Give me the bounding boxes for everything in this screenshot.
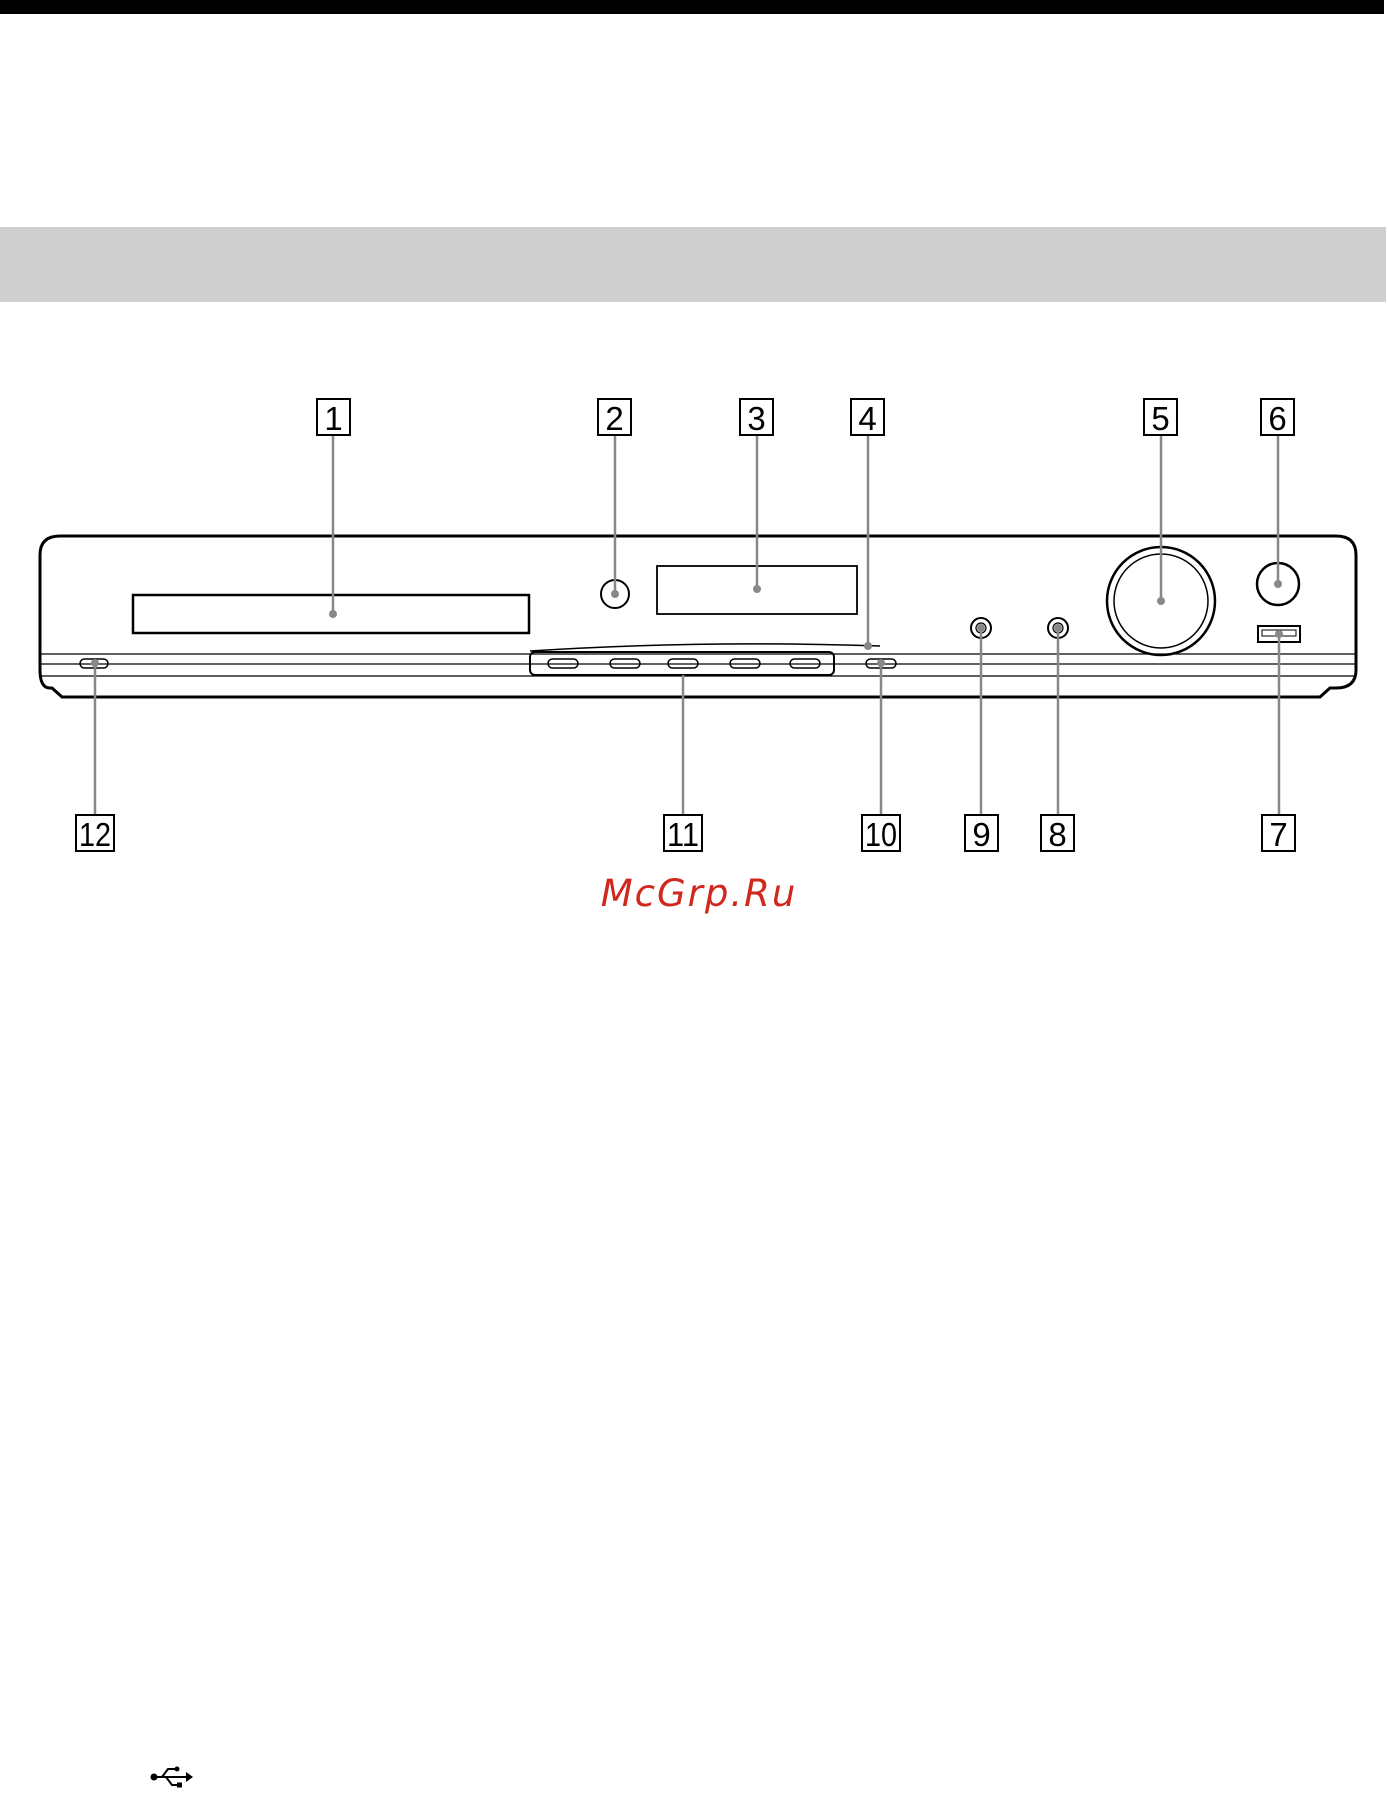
front-panel-diagram: 1 2 3 4 5 6 7 8 9 10 11 12 xyxy=(0,0,1388,1000)
svg-text:12: 12 xyxy=(79,816,111,853)
leader-lines xyxy=(95,435,1279,815)
callout-2: 2 xyxy=(598,399,631,437)
callout-6: 6 xyxy=(1261,399,1294,437)
callout-5: 5 xyxy=(1144,399,1177,437)
callout-4: 4 xyxy=(851,399,884,437)
svg-text:1: 1 xyxy=(324,400,342,437)
callout-11: 11 xyxy=(664,815,702,853)
callout-9: 9 xyxy=(965,815,998,853)
callout-3: 3 xyxy=(740,399,773,437)
svg-text:11: 11 xyxy=(667,816,699,853)
svg-text:7: 7 xyxy=(1269,816,1287,853)
usb-icon xyxy=(150,1764,194,1793)
svg-text:9: 9 xyxy=(972,816,990,853)
callout-1: 1 xyxy=(317,399,350,437)
indicator-strip xyxy=(530,644,880,651)
unit-body xyxy=(40,536,1356,697)
callout-10: 10 xyxy=(862,815,900,853)
callout-12: 12 xyxy=(76,815,114,853)
svg-text:2: 2 xyxy=(605,400,623,437)
svg-text:3: 3 xyxy=(747,400,765,437)
svg-text:5: 5 xyxy=(1151,400,1169,437)
svg-text:8: 8 xyxy=(1048,816,1066,853)
svg-text:10: 10 xyxy=(865,816,897,853)
watermark-text: McGrp.Ru xyxy=(599,872,799,915)
callout-8: 8 xyxy=(1041,815,1074,853)
callout-7: 7 xyxy=(1262,815,1295,853)
svg-text:6: 6 xyxy=(1268,400,1286,437)
svg-text:4: 4 xyxy=(858,400,876,437)
